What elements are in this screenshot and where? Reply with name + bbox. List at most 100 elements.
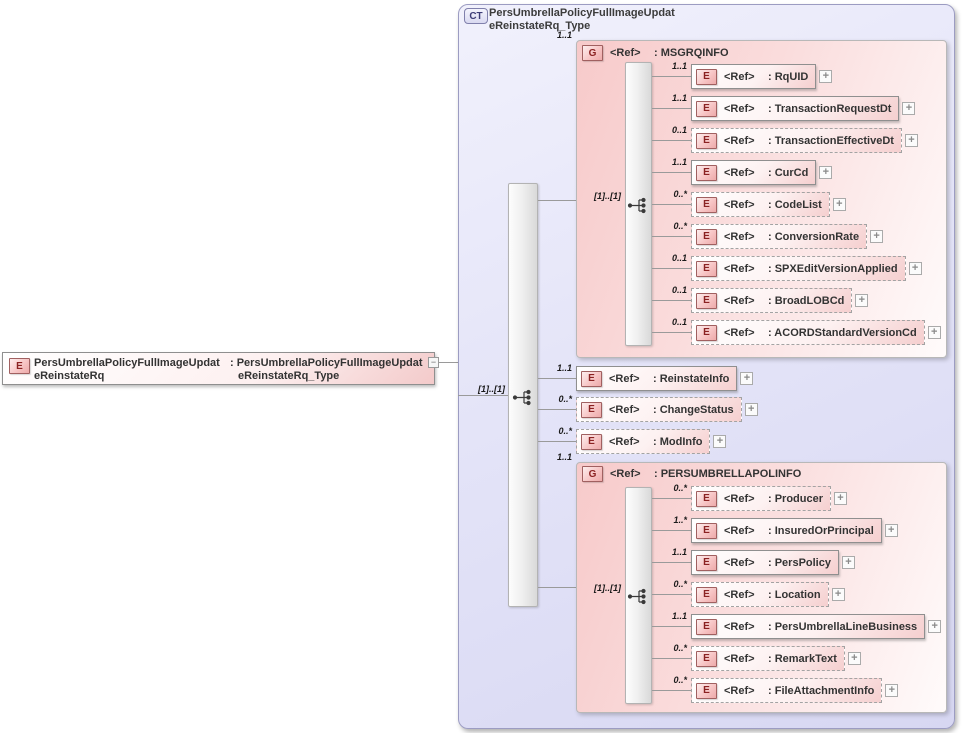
expand-icon[interactable]: + — [884, 524, 898, 537]
expand-icon[interactable]: + — [908, 262, 922, 275]
element-insuredorprincipal[interactable]: E <Ref> : InsuredOrPrincipal — [691, 518, 882, 543]
element-icon: E — [696, 164, 717, 181]
element-icon: E — [696, 132, 717, 149]
expand-icon[interactable]: + — [819, 70, 833, 83]
element-icon: E — [696, 650, 717, 667]
element-rquid[interactable]: E <Ref> : RqUID — [691, 64, 817, 89]
expand-icon[interactable]: + — [740, 372, 754, 385]
element-producer[interactable]: E <Ref> : Producer — [691, 486, 832, 511]
element-name: : PersPolicy — [768, 556, 831, 569]
element-row: E <Ref> : ChangeStatus + — [576, 397, 758, 422]
ref-label: <Ref> — [724, 70, 755, 83]
element-icon: E — [9, 358, 30, 374]
element-spxeditversionapplied[interactable]: E <Ref> : SPXEditVersionApplied — [691, 256, 906, 281]
element-row: E <Ref> : ConversionRate + — [691, 224, 884, 249]
element-conversionrate[interactable]: E <Ref> : ConversionRate — [691, 224, 868, 249]
element-fileattachmentinfo[interactable]: E <Ref> : FileAttachmentInfo — [691, 678, 883, 703]
cardinality-label: 0..* — [673, 189, 687, 199]
cardinality-label: 0..1 — [671, 285, 687, 295]
expand-icon[interactable]: + — [855, 294, 869, 307]
element-remarktext[interactable]: E <Ref> : RemarkText — [691, 646, 845, 671]
group-header[interactable]: G <Ref> : MSGRQINFO — [582, 45, 729, 61]
cardinality-label: 0..1 — [671, 125, 687, 135]
cardinality-label: 0..* — [673, 221, 687, 231]
element-icon: E — [696, 196, 717, 213]
expand-icon[interactable]: + — [713, 435, 727, 448]
ref-label: <Ref> — [610, 468, 641, 480]
element-row: E <Ref> : PersPolicy + — [691, 550, 855, 575]
element-row: E <Ref> : ReinstateInfo + — [576, 366, 754, 391]
connector-line — [652, 594, 691, 595]
complex-type-title: PersUmbrellaPolicyFullImageUpdat eReinst… — [489, 7, 675, 32]
element-transactioneffectivedt[interactable]: E <Ref> : TransactionEffectiveDt — [691, 128, 902, 153]
cardinality-label: 1..1 — [671, 157, 687, 167]
expand-icon[interactable]: + — [831, 588, 845, 601]
connector-line — [652, 690, 691, 691]
element-icon: E — [581, 401, 602, 418]
collapse-icon[interactable]: − — [428, 357, 439, 368]
connector-line — [652, 562, 691, 563]
element-transactionrequestdt[interactable]: E <Ref> : TransactionRequestDt — [691, 96, 900, 121]
expand-icon[interactable]: + — [847, 652, 861, 665]
expand-icon[interactable]: + — [902, 102, 916, 115]
expand-icon[interactable]: + — [928, 620, 942, 633]
element-name: : CurCd — [768, 166, 809, 179]
element-location[interactable]: E <Ref> : Location — [691, 582, 829, 607]
ref-label: <Ref> — [724, 684, 755, 697]
ref-label: <Ref> — [724, 134, 755, 147]
element-name: : Producer — [768, 492, 824, 505]
complex-type-icon: CT — [464, 8, 488, 24]
expand-icon[interactable]: + — [832, 198, 846, 211]
root-element-box[interactable]: E PersUmbrellaPolicyFullImageUpdat eRein… — [2, 352, 435, 385]
element-name: : InsuredOrPrincipal — [768, 524, 874, 537]
ref-label: <Ref> — [724, 588, 755, 601]
cardinality-label: 0..* — [673, 483, 687, 493]
element-name: : SPXEditVersionApplied — [768, 262, 898, 275]
ref-label: <Ref> — [724, 294, 755, 307]
group-header[interactable]: G <Ref> : PERSUMBRELLAPOLINFO — [582, 466, 801, 482]
cardinality-label: 0..1 — [671, 317, 687, 327]
element-name: : PersUmbrellaLineBusiness — [768, 620, 918, 633]
element-icon: E — [696, 228, 717, 245]
connector-line — [652, 498, 691, 499]
model-occurs-label: [1]..[1] — [478, 384, 505, 394]
element-row: E <Ref> : Producer + — [691, 486, 848, 511]
ref-label: <Ref> — [724, 262, 755, 275]
element-reinstateinfo[interactable]: E <Ref> : ReinstateInfo — [576, 366, 738, 391]
expand-icon[interactable]: + — [885, 684, 899, 697]
element-icon: E — [696, 522, 717, 539]
element-name: : Location — [768, 588, 821, 601]
element-icon: E — [696, 586, 717, 603]
connector-line — [652, 140, 691, 141]
expand-icon[interactable]: + — [870, 230, 884, 243]
expand-icon[interactable]: + — [927, 326, 941, 339]
connector-line — [652, 204, 691, 205]
ref-label: <Ref> — [724, 556, 755, 569]
expand-icon[interactable]: + — [904, 134, 918, 147]
ref-label: <Ref> — [724, 620, 755, 633]
cardinality-label: 1..1 — [671, 61, 687, 71]
element-changestatus[interactable]: E <Ref> : ChangeStatus — [576, 397, 742, 422]
ref-label: <Ref> — [609, 403, 640, 416]
element-perspolicy[interactable]: E <Ref> : PersPolicy — [691, 550, 839, 575]
element-codelist[interactable]: E <Ref> : CodeList — [691, 192, 830, 217]
expand-icon[interactable]: + — [744, 403, 758, 416]
element-curcd[interactable]: E <Ref> : CurCd — [691, 160, 817, 185]
element-persumbrellalinebusiness[interactable]: E <Ref> : PersUmbrellaLineBusiness — [691, 614, 926, 639]
element-name: : RemarkText — [768, 652, 837, 665]
cardinality-label: 1..1 — [556, 30, 572, 40]
expand-icon[interactable]: + — [841, 556, 855, 569]
element-row: E <Ref> : TransactionRequestDt + — [691, 96, 916, 121]
connector-line — [538, 587, 576, 588]
expand-icon[interactable]: + — [819, 166, 833, 179]
element-modinfo[interactable]: E <Ref> : ModInfo — [576, 429, 711, 454]
element-icon: E — [696, 554, 717, 571]
element-icon: E — [696, 490, 717, 507]
group-icon: G — [582, 45, 603, 61]
element-icon: E — [696, 292, 717, 309]
element-acordstandardversioncd[interactable]: E <Ref> : ACORDStandardVersionCd — [691, 320, 925, 345]
expand-icon[interactable]: + — [834, 492, 848, 505]
cardinality-label: 1..1 — [671, 547, 687, 557]
sequence-bar[interactable] — [508, 183, 538, 607]
element-broadlobcd[interactable]: E <Ref> : BroadLOBCd — [691, 288, 853, 313]
